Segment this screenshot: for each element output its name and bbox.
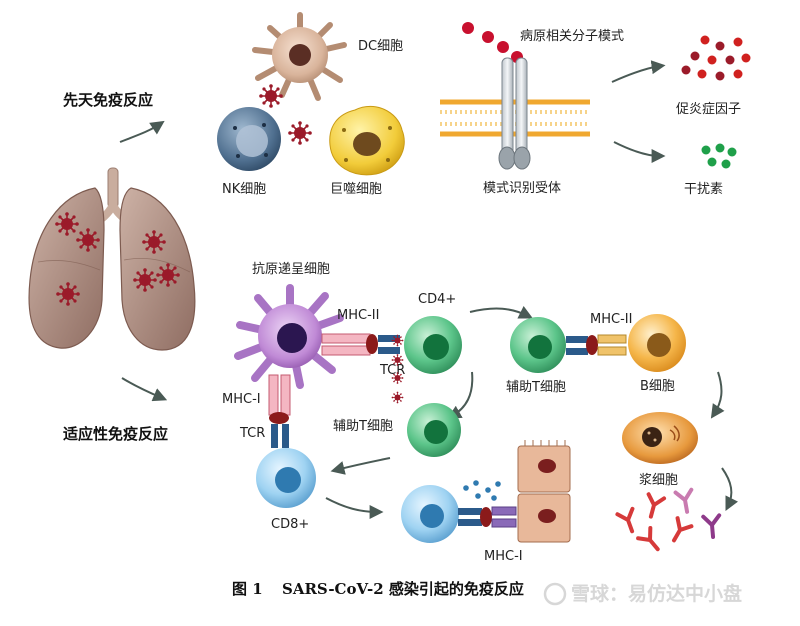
- cytokine-dots: [681, 35, 751, 81]
- innate-response-label: 先天免疫反应: [63, 91, 153, 109]
- mhc-i-tcr-complex-2: [458, 506, 517, 528]
- arrow-b-to-plasma: [710, 371, 725, 419]
- cytotoxic-t-cell: [401, 485, 459, 543]
- pattern-recognition-receptor: [498, 57, 531, 170]
- antigen-presenting-cell: [234, 284, 344, 389]
- antibody-icon: [641, 492, 667, 521]
- cytokines-label: 促炎症因子: [676, 102, 741, 117]
- cd8-t-cell: [256, 448, 316, 508]
- mhc-ii-label-2: MHC-II: [590, 312, 632, 327]
- watermark: 雪球：易仿达中小盘: [543, 582, 742, 606]
- mhc-i-tcr-complex: [268, 374, 291, 448]
- granule-dots: [463, 480, 501, 501]
- arrow-to-innate: [119, 120, 165, 143]
- antibody-icon: [665, 516, 694, 547]
- interferon-label: 干扰素: [684, 182, 723, 197]
- cd4-t-cell: [404, 316, 462, 374]
- dc-cell: [252, 12, 347, 101]
- pamp-dots: [462, 22, 523, 63]
- cell-membrane: [440, 99, 590, 137]
- plasma-cell: [622, 412, 698, 464]
- mhc-ii-label-1: MHC-II: [337, 308, 379, 323]
- infected-epithelial-cells: [391, 334, 571, 543]
- nk-cell: [217, 107, 281, 171]
- virus-icon: [287, 120, 313, 146]
- cd8-label: CD8+: [271, 517, 309, 532]
- pamp-label: 病原相关分子模式: [520, 29, 624, 44]
- tcr-label-2: TCR: [239, 426, 265, 441]
- snowball-logo-icon: [543, 582, 567, 606]
- figure-caption: 图 1 SARS-CoV-2 感染引起的免疫反应: [232, 580, 524, 598]
- mhc-ii-tcr-complex: [321, 333, 400, 356]
- macrophage-label: 巨噬细胞: [330, 182, 382, 197]
- adaptive-response-label: 适应性免疫反应: [63, 425, 168, 443]
- antibodies: [615, 487, 724, 557]
- antibody-icon: [673, 487, 697, 516]
- plasma-cell-label: 浆细胞: [639, 473, 678, 488]
- watermark-text: 雪球：易仿达中小盘: [571, 582, 742, 605]
- mhc-i-label-2: MHC-I: [484, 549, 523, 564]
- b-cell: [628, 314, 686, 372]
- mhc-i-label-1: MHC-I: [222, 392, 261, 407]
- cd4-label: CD4+: [418, 292, 456, 307]
- interferon-dots: [701, 143, 737, 169]
- arrow-to-adaptive: [121, 377, 168, 402]
- mhc-ii-tcr-complex-2: [566, 334, 627, 356]
- antibody-icon: [636, 525, 666, 557]
- arrow-plasma-to-antibodies: [721, 467, 739, 512]
- prr-label: 模式识别受体: [483, 181, 561, 196]
- arrow-helper-to-cd8: [330, 457, 391, 475]
- arrow-cd4-to-helper2: [447, 371, 474, 419]
- b-cell-label: B细胞: [640, 379, 675, 394]
- helper-t-cell-1: [510, 317, 566, 373]
- macrophage-cell: [329, 105, 405, 176]
- apc-label: 抗原递呈细胞: [252, 262, 330, 277]
- virus-icon: [258, 83, 284, 109]
- virus-icon: [391, 391, 404, 404]
- caption-text: SARS-CoV-2 感染引起的免疫反应: [282, 580, 524, 598]
- nk-cell-label: NK细胞: [222, 182, 266, 197]
- helper-t-label-2: 辅助T细胞: [333, 419, 393, 434]
- caption-prefix: 图 1: [232, 580, 263, 598]
- lungs-illustration: [28, 167, 196, 351]
- antibody-icon: [701, 513, 724, 540]
- antibody-icon: [615, 506, 642, 537]
- helper-t-cell-2: [407, 403, 461, 457]
- arrow-cd4-to-helper: [469, 305, 534, 319]
- arrow-to-interferon: [613, 141, 666, 163]
- arrow-to-cytokines: [611, 60, 666, 83]
- dc-cell-label: DC细胞: [358, 39, 403, 54]
- arrow-cd8-to-cytotoxic: [325, 497, 384, 519]
- helper-t-label-1: 辅助T细胞: [506, 380, 566, 395]
- tcr-label-1: TCR: [379, 363, 405, 378]
